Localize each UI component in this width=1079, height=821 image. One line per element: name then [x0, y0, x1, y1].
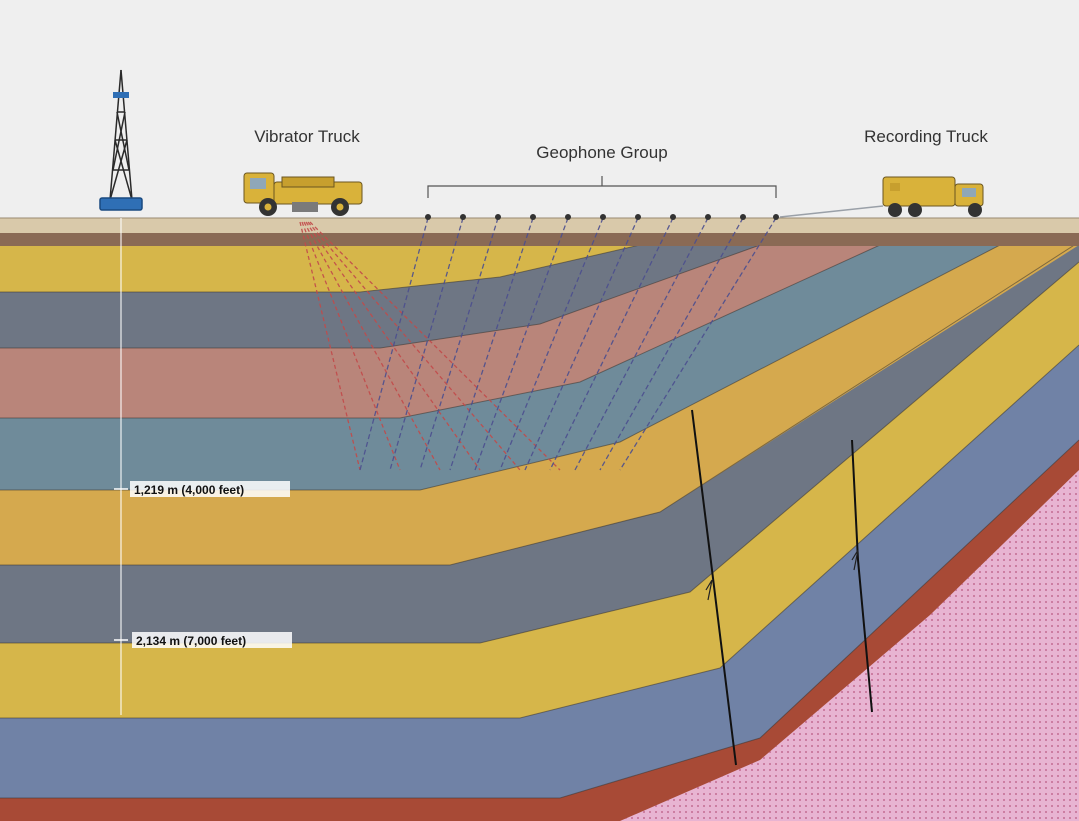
- geophone-icon: [670, 214, 676, 220]
- drilling-rig-icon: [99, 69, 143, 211]
- depth-marker-2: 2,134 m (7,000 feet): [132, 632, 292, 648]
- fault-lines: [691, 409, 873, 766]
- geophone-group: [425, 214, 779, 220]
- geophone-icon: [460, 214, 466, 220]
- geophone-group-label: Geophone Group: [536, 143, 667, 162]
- depth-marker-1: 1,219 m (4,000 feet): [130, 481, 290, 497]
- soil-band: [0, 232, 1079, 246]
- depth-label-2: 2,134 m (7,000 feet): [136, 634, 246, 648]
- geophone-icon: [565, 214, 571, 220]
- seismic-rays-red: [299, 221, 561, 471]
- layer-slate-lower: [0, 240, 1079, 643]
- fault-arrows: [705, 549, 859, 601]
- fault-line-1: [691, 409, 737, 766]
- geophone-icon: [773, 214, 779, 220]
- layer-blue: [0, 335, 1079, 798]
- geophone-icon: [530, 214, 536, 220]
- layer-yellow-lower: [0, 255, 1079, 718]
- vibrator-truck-label: Vibrator Truck: [254, 127, 360, 146]
- recording-truck-icon: [882, 176, 984, 217]
- recording-cable: [779, 205, 884, 218]
- layer-slate-upper: [0, 245, 760, 348]
- geophone-icon: [740, 214, 746, 220]
- geophone-icon: [600, 214, 606, 220]
- geophone-bracket: [427, 176, 777, 198]
- recording-truck-label: Recording Truck: [864, 127, 988, 146]
- ground-surface: [0, 218, 1079, 233]
- vibrator-truck-icon: [243, 172, 363, 216]
- depth-label-1: 1,219 m (4,000 feet): [134, 483, 244, 497]
- geophone-icon: [705, 214, 711, 220]
- seismic-rays-blue: [359, 217, 777, 471]
- geophone-icon: [425, 214, 431, 220]
- geophone-icon: [635, 214, 641, 220]
- fault-line-2: [851, 439, 873, 713]
- basement-texture: [620, 470, 1079, 821]
- layer-tan: [0, 245, 1079, 565]
- geophone-icon: [495, 214, 501, 220]
- layer-teal: [0, 245, 1000, 490]
- layer-rose: [0, 245, 880, 418]
